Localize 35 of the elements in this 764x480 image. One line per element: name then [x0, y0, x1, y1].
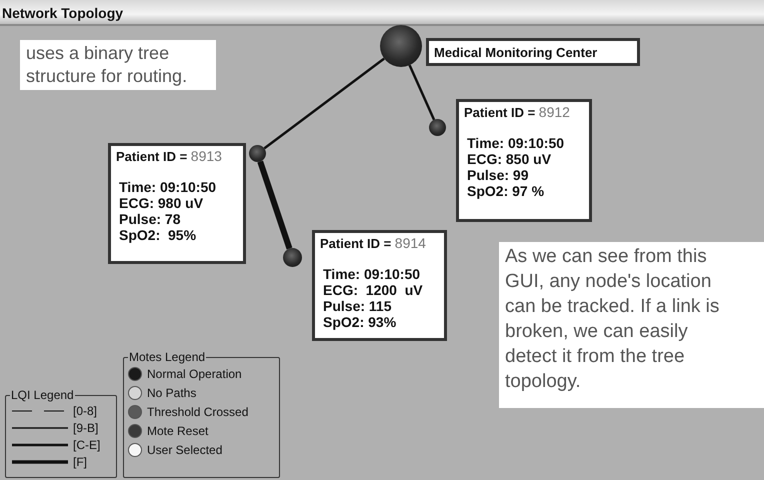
legend-label: No Paths	[147, 386, 196, 400]
vital-readings: Time: 09:10:50 ECG: 1200 uV Pulse: 115 SpO2: 93%	[322, 266, 424, 330]
note-text: As we can see from this GUI, any node's location can be tracked. If a link is broken, we can easily detect it from the tree topology.	[499, 242, 764, 408]
legend-label: Mote Reset	[147, 424, 208, 438]
legend-title: Motes Legend	[128, 350, 206, 364]
legend-label: [C-E]	[73, 438, 100, 452]
patient-info-box	[108, 143, 246, 264]
patient-id-number: 8913	[190, 148, 222, 164]
patient-id-label: Patient ID =	[464, 105, 536, 120]
mote-circle	[380, 25, 422, 67]
link-line	[408, 64, 436, 120]
link-line	[257, 160, 292, 250]
legend-label: Threshold Crossed	[147, 404, 248, 418]
window-title: Network Topology	[2, 5, 124, 21]
vital-readings: Time: 09:10:50 ECG: 980 uV Pulse: 78 SpO2: 95%	[118, 179, 218, 243]
legend-title: LQI Legend	[10, 388, 75, 402]
legend-label: [0-8]	[73, 404, 98, 418]
legend-label: User Selected	[147, 442, 222, 456]
patient-id-number: 8914	[394, 235, 426, 251]
mote-circle	[283, 248, 302, 267]
legend-label: [F]	[73, 454, 87, 468]
patient-info-box	[312, 230, 447, 341]
legend-label: Normal Operation	[147, 366, 242, 380]
vital-readings: Time: 09:10:50 ECG: 850 uV Pulse: 99 SpO2: 97 %	[466, 135, 566, 199]
patient-id-number: 8912	[538, 104, 570, 120]
node-label: Medical Monitoring Center	[434, 44, 598, 60]
patient-info-box	[456, 99, 592, 222]
mote-circle	[249, 145, 266, 162]
link-line	[264, 58, 385, 150]
mote-circle	[429, 119, 446, 136]
note-text: uses a binary tree structure for routing.	[20, 40, 216, 90]
label-box	[426, 38, 640, 66]
patient-id-label: Patient ID =	[116, 149, 188, 164]
patient-id-label: Patient ID =	[320, 236, 392, 251]
legend-label: [9-B]	[73, 420, 98, 434]
